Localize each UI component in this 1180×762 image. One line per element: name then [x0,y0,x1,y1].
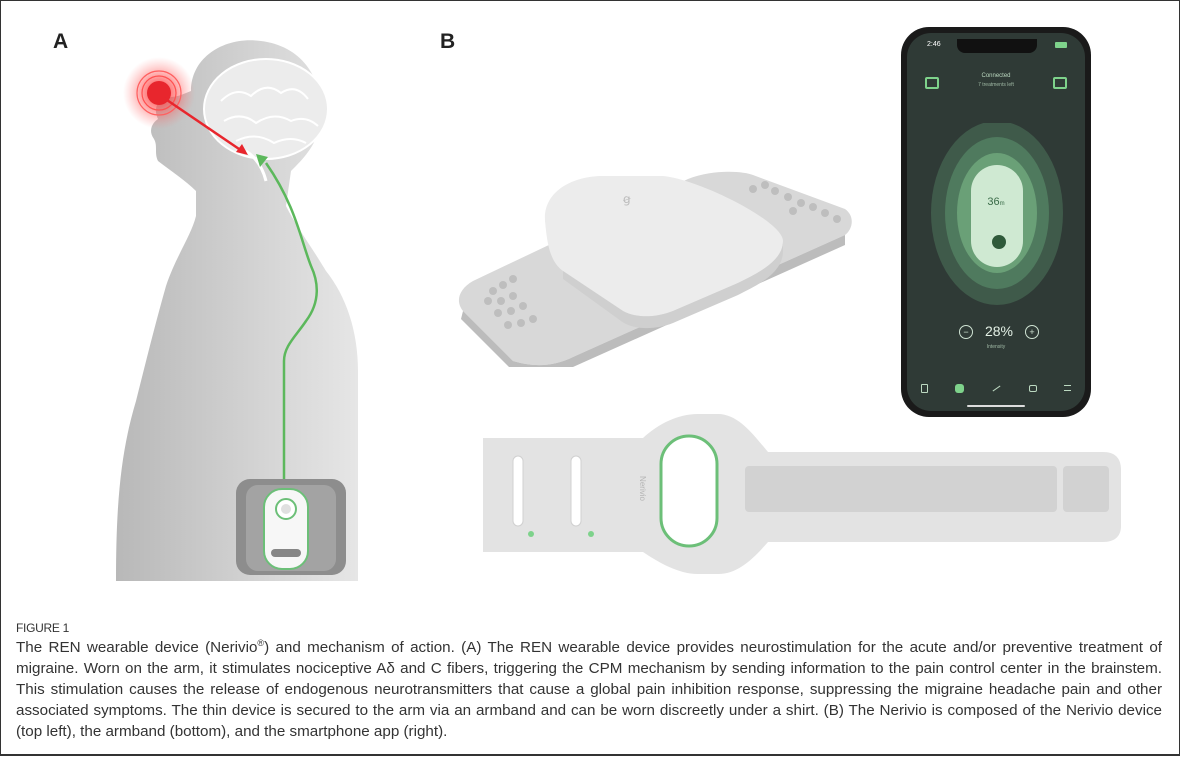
connection-status: Connected [981,73,1011,79]
battery-icon [1055,42,1067,48]
timer-value: 36m [987,196,1005,208]
panel-a-label: A [53,30,69,53]
brain [203,58,329,160]
intensity-decrease-button[interactable]: − [959,325,973,339]
armband-brand: Nerivio [637,476,647,501]
nerivio-device: ꞡ [458,171,852,367]
svg-text:ꞡ: ꞡ [623,192,631,206]
intensity-increase-button[interactable]: + [1025,325,1039,339]
treatments-left: 7 treatments left [978,82,1014,88]
pause-button[interactable] [992,235,1006,249]
armband: Nerivio [483,414,1123,574]
woman-silhouette [116,40,358,581]
timer-rings [931,123,1063,305]
nav-icon-2[interactable] [955,383,965,393]
nav-icon-5[interactable] [1064,385,1072,391]
intensity-value: 28% [984,323,1014,339]
intensity-label: Intensity [986,344,1006,350]
nav-icon-4[interactable] [1028,384,1037,392]
phone-screen: 2:46 Connected 7 treatments left 36m − 2… [907,33,1085,411]
left-top-icon[interactable] [925,77,939,89]
phone-time: 2:46 [927,41,941,48]
smartphone: 2:46 Connected 7 treatments left 36m − 2… [901,27,1091,417]
figure-label: FIGURE 1 [16,621,69,635]
panel-a-illustration [116,40,358,581]
panel-b-label: B [440,30,456,53]
bottom-nav [907,375,1085,401]
right-top-icon[interactable] [1053,77,1067,89]
nerve-pathway [264,162,318,509]
nav-icon-1[interactable] [920,383,928,393]
nav-icon-3[interactable] [992,385,1001,391]
figure-caption: The REN wearable device (Nerivio®) and m… [16,637,1162,740]
figure-image: A [1,1,1180,601]
